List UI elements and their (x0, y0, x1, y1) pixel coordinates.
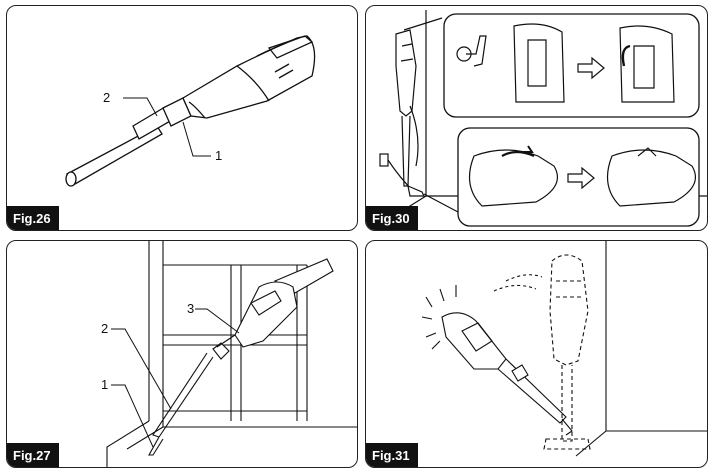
figure-panel-fig31: Fig.31 (365, 240, 708, 468)
vacuum-with-nozzle-illustration (65, 35, 316, 187)
figure-label: Fig.31 (366, 443, 418, 467)
figure-label: Fig.26 (7, 206, 59, 230)
figure-label: Fig.30 (366, 206, 418, 230)
callout-label-2: 2 (103, 90, 111, 105)
figure-panel-fig30: Fig.30 (365, 5, 708, 231)
window-frame-cleaning-illustration (106, 241, 357, 467)
wall-hook-storage-illustration (379, 10, 707, 227)
figure-label: Fig.27 (7, 443, 59, 467)
figure-panel-fig27: 3 2 1 Fig.27 (6, 240, 358, 468)
callout-label-1: 1 (101, 377, 109, 392)
callout-label-2: 2 (101, 321, 109, 336)
figure-panel-fig26: 2 1 Fig.26 (6, 5, 358, 231)
callout-label-3: 3 (187, 301, 195, 316)
vacuum-tipping-over-illustration (421, 241, 707, 457)
callout-label-1: 1 (215, 148, 223, 163)
